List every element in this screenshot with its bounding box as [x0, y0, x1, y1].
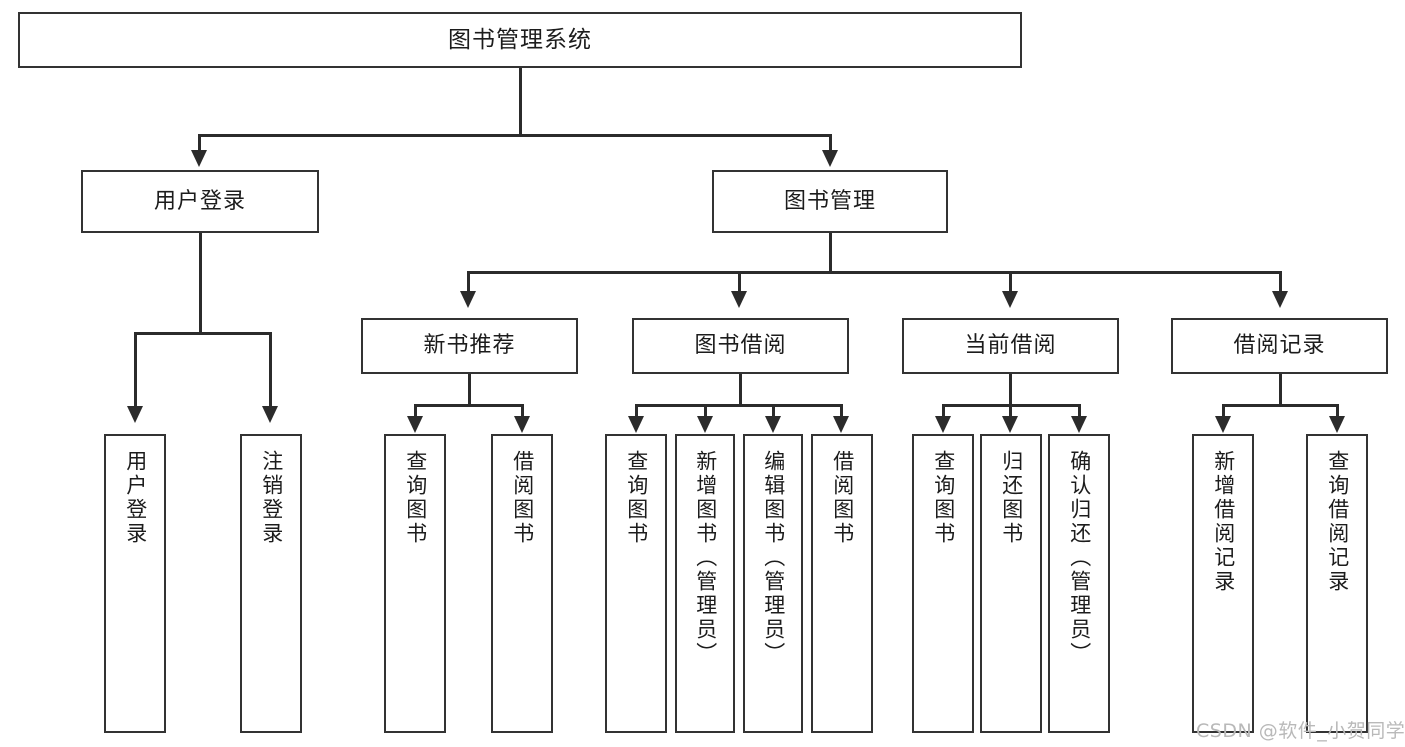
arrow-to-leaf-currentborrow-0	[935, 416, 951, 433]
leaf-current-borrow-0[interactable]: 查询图书	[912, 434, 974, 733]
node-label: 借阅记录	[1233, 333, 1326, 359]
node-root-book-management-system[interactable]: 图书管理系统	[18, 12, 1022, 68]
node-label: 图书管理	[783, 188, 876, 214]
arrow-to-leaf-currentborrow-1	[1002, 416, 1018, 433]
edge-user-login-stem	[199, 233, 202, 334]
edge-drop-leaf-user-login-0	[134, 332, 137, 408]
edge-drop-book-management	[829, 134, 832, 152]
node-label: 用户登录	[153, 188, 246, 214]
edge-book-management-bus	[467, 271, 1282, 274]
arrow-to-user-login	[191, 150, 207, 167]
edge-user-login-bus	[134, 332, 272, 335]
arrow-to-leaf-newbook-0	[407, 416, 423, 433]
arrow-to-leaf-bookborrow-1	[697, 416, 713, 433]
node-book-borrow[interactable]: 图书借阅	[632, 318, 849, 374]
edge-drop-leaf-currentborrow-0	[942, 404, 945, 419]
leaf-book-borrow-0[interactable]: 查询图书	[605, 434, 667, 733]
csdn-watermark: CSDN @软件_小贺同学	[1196, 720, 1405, 742]
node-label: 归还图书	[999, 450, 1024, 546]
edge-drop-current-borrow	[1009, 271, 1012, 293]
edge-book-management-stem	[829, 233, 832, 273]
leaf-book-borrow-2[interactable]: 编辑图书（管理员）	[743, 434, 803, 733]
leaf-new-book-recommend-1[interactable]: 借阅图书	[491, 434, 553, 733]
node-user-login[interactable]: 用户登录	[81, 170, 319, 233]
leaf-user-login-1[interactable]: 注销登录	[240, 434, 302, 733]
arrow-to-book-management	[822, 150, 838, 167]
node-book-management[interactable]: 图书管理	[712, 170, 948, 233]
node-label: 编辑图书（管理员）	[761, 450, 786, 666]
edge-new-book-recommend-stem	[468, 374, 471, 406]
edge-root-bus	[198, 134, 832, 137]
leaf-user-login-0[interactable]: 用户登录	[104, 434, 166, 733]
arrow-to-leaf-currentborrow-2	[1071, 416, 1087, 433]
edge-drop-leaf-user-login-1	[269, 332, 272, 408]
edge-book-borrow-stem	[739, 374, 742, 406]
node-label: 当前借阅	[964, 333, 1057, 359]
arrow-to-leaf-user-login-1	[262, 406, 278, 423]
edge-drop-leaf-bookborrow-1	[704, 404, 707, 419]
arrow-to-current-borrow	[1002, 291, 1018, 308]
arrow-to-new-book-recommend	[460, 291, 476, 308]
node-label: 新书推荐	[423, 333, 516, 359]
edge-borrow-record-stem	[1279, 374, 1282, 406]
edge-drop-leaf-currentborrow-2	[1078, 404, 1081, 419]
node-borrow-record[interactable]: 借阅记录	[1171, 318, 1388, 374]
edge-drop-new-book-recommend	[467, 271, 470, 293]
edge-drop-leaf-bookborrow-3	[840, 404, 843, 419]
node-label: 借阅图书	[830, 450, 855, 546]
arrow-to-leaf-newbook-1	[514, 416, 530, 433]
node-label: 新增借阅记录	[1211, 450, 1236, 594]
arrow-to-leaf-borrowrecord-0	[1215, 416, 1231, 433]
edge-book-borrow-bus	[635, 404, 843, 407]
arrow-to-leaf-bookborrow-2	[765, 416, 781, 433]
node-label: 借阅图书	[510, 450, 535, 546]
node-label: 查询图书	[624, 450, 649, 546]
arrow-to-book-borrow	[731, 291, 747, 308]
node-label: 查询图书	[403, 450, 428, 546]
arrow-to-borrow-record	[1272, 291, 1288, 308]
edge-drop-leaf-newbook-1	[521, 404, 524, 419]
edge-drop-leaf-bookborrow-2	[772, 404, 775, 419]
leaf-book-borrow-1[interactable]: 新增图书（管理员）	[675, 434, 735, 733]
edge-new-book-recommend-bus	[414, 404, 524, 407]
edge-current-borrow-stem	[1009, 374, 1012, 406]
arrow-to-leaf-bookborrow-3	[833, 416, 849, 433]
edge-drop-leaf-bookborrow-0	[635, 404, 638, 419]
node-label: 注销登录	[259, 450, 284, 546]
edge-drop-leaf-borrowrecord-1	[1336, 404, 1339, 419]
edge-drop-user-login	[198, 134, 201, 152]
node-label: 新增图书（管理员）	[693, 450, 718, 666]
node-new-book-recommend[interactable]: 新书推荐	[361, 318, 578, 374]
arrow-to-leaf-bookborrow-0	[628, 416, 644, 433]
leaf-current-borrow-2[interactable]: 确认归还（管理员）	[1048, 434, 1110, 733]
edge-borrow-record-bus	[1222, 404, 1339, 407]
node-label: 图书借阅	[694, 333, 787, 359]
node-label: 图书管理系统	[448, 26, 592, 53]
arrow-to-leaf-user-login-0	[127, 406, 143, 423]
node-label: 用户登录	[123, 450, 148, 546]
leaf-borrow-record-1[interactable]: 查询借阅记录	[1306, 434, 1368, 733]
arrow-to-leaf-borrowrecord-1	[1329, 416, 1345, 433]
node-label: 查询图书	[931, 450, 956, 546]
leaf-book-borrow-3[interactable]: 借阅图书	[811, 434, 873, 733]
leaf-new-book-recommend-0[interactable]: 查询图书	[384, 434, 446, 733]
edge-drop-book-borrow	[738, 271, 741, 293]
edge-drop-borrow-record	[1279, 271, 1282, 293]
node-label: 确认归还（管理员）	[1067, 450, 1092, 666]
edge-drop-leaf-borrowrecord-0	[1222, 404, 1225, 419]
edge-drop-leaf-newbook-0	[414, 404, 417, 419]
edge-root-stem	[519, 68, 522, 136]
leaf-current-borrow-1[interactable]: 归还图书	[980, 434, 1042, 733]
node-current-borrow[interactable]: 当前借阅	[902, 318, 1119, 374]
edge-drop-leaf-currentborrow-1	[1009, 404, 1012, 419]
leaf-borrow-record-0[interactable]: 新增借阅记录	[1192, 434, 1254, 733]
node-label: 查询借阅记录	[1325, 450, 1350, 594]
